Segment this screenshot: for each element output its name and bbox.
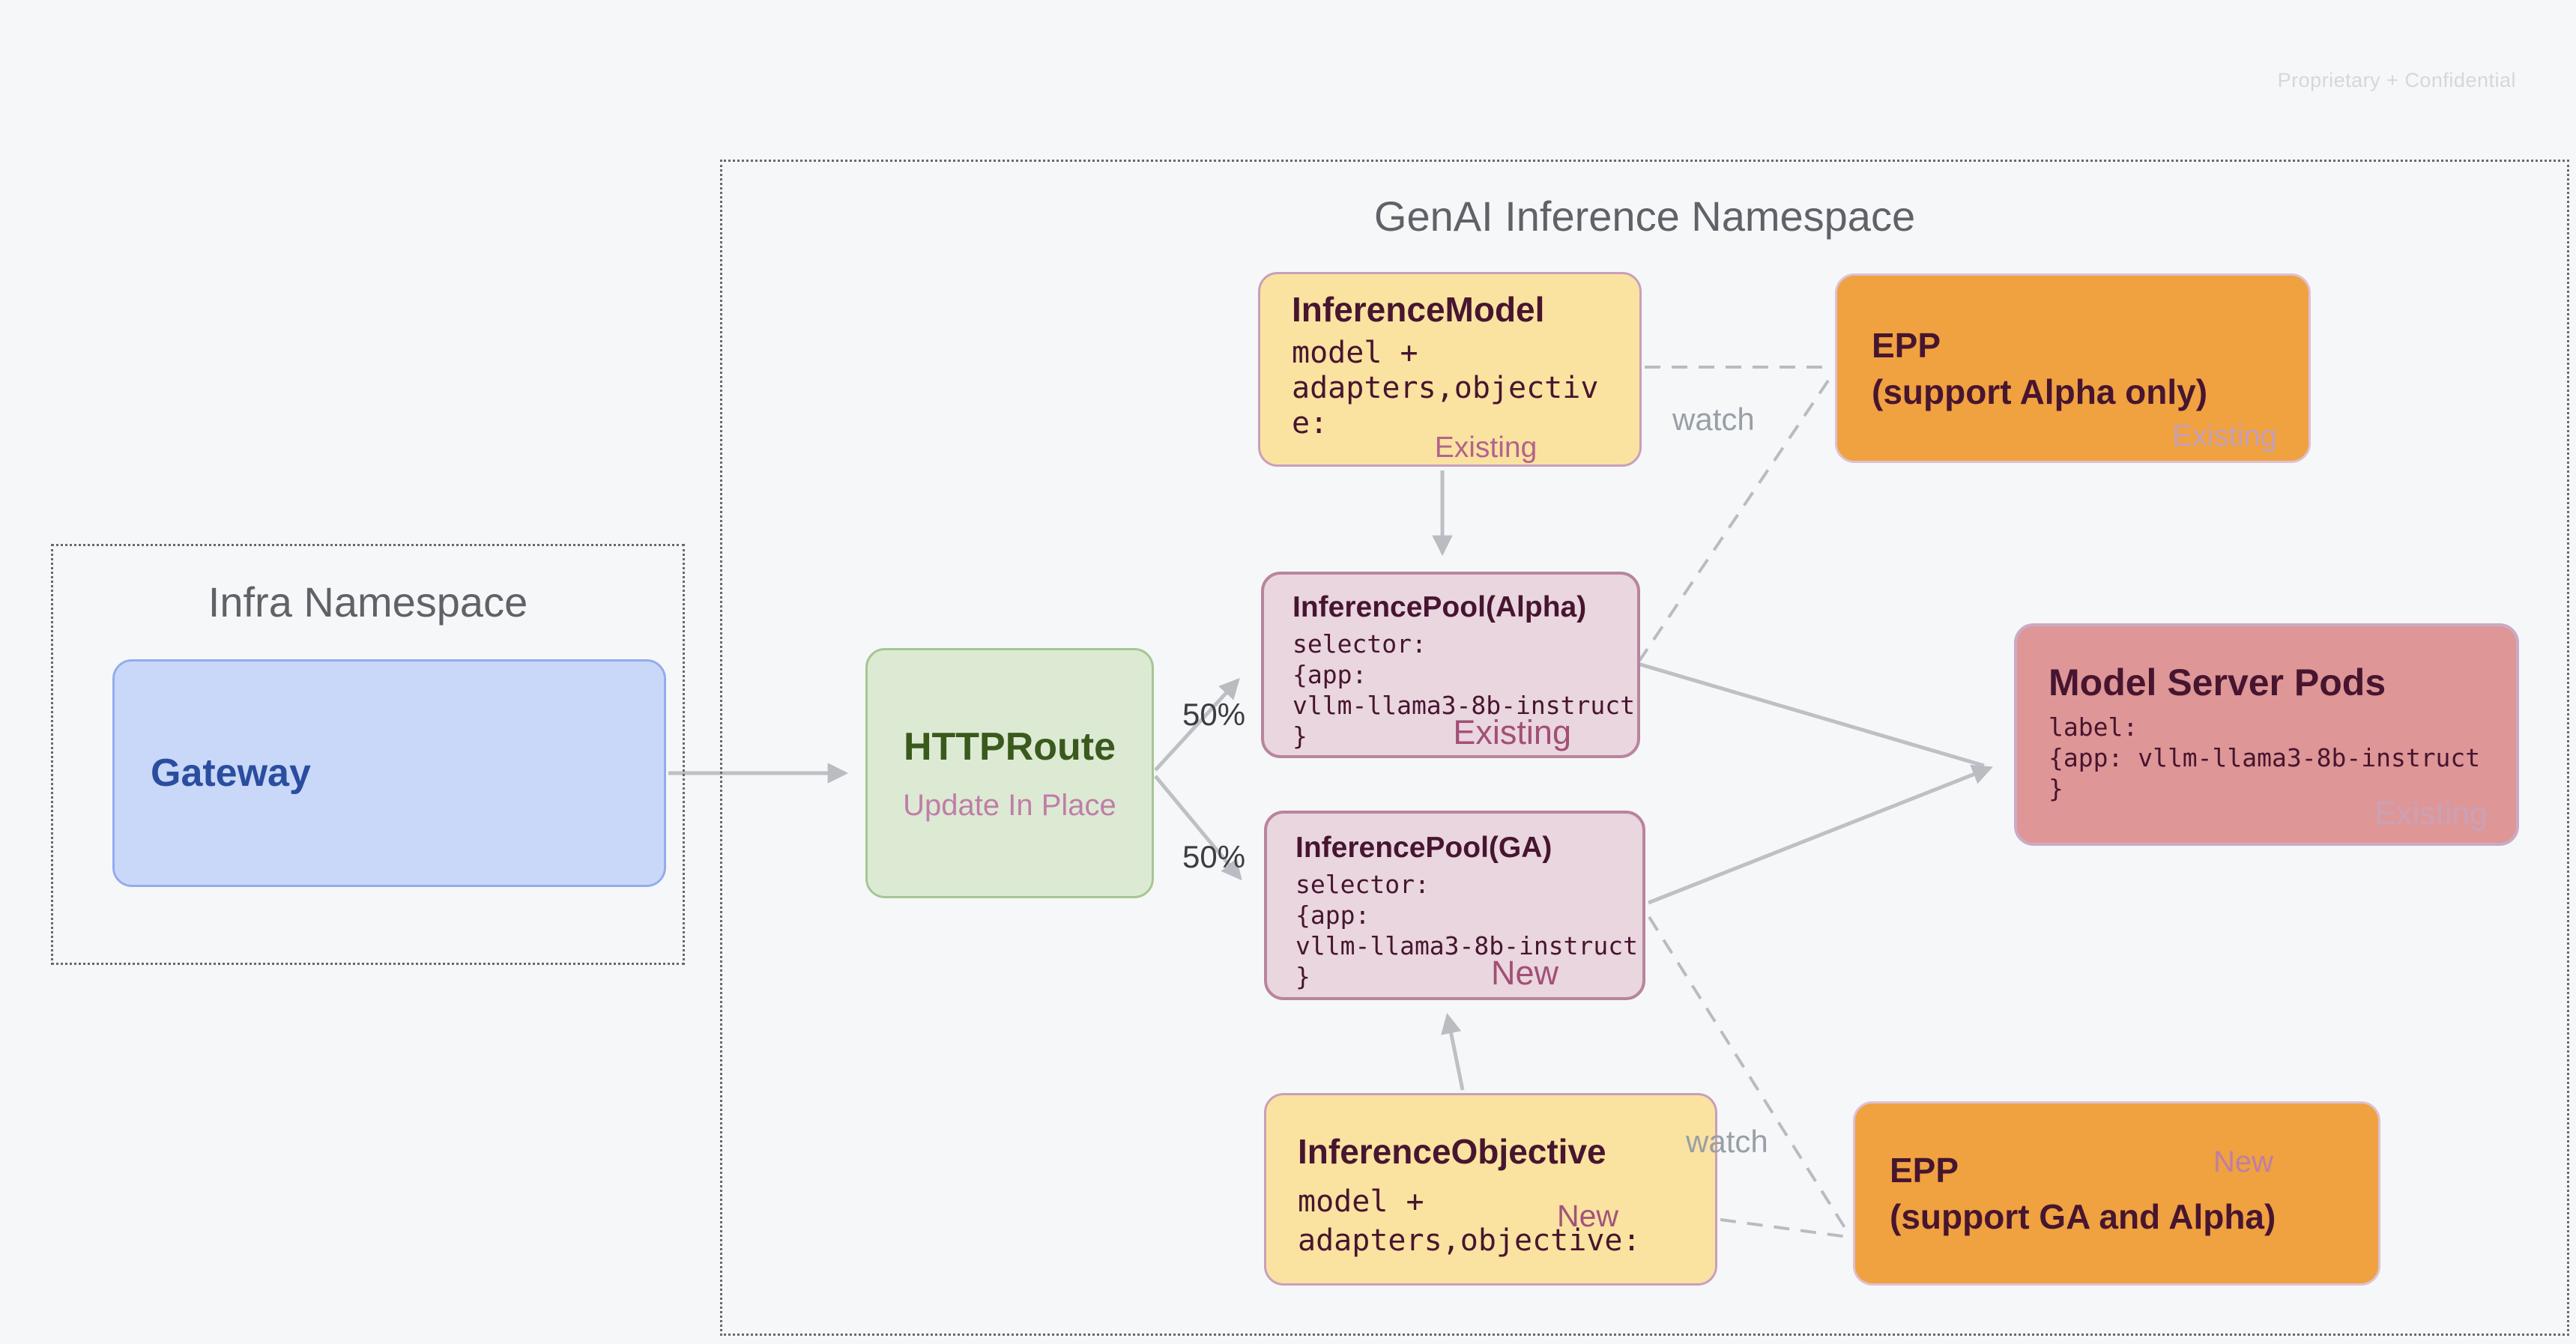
inference-model-status-badge: Existing [1434,432,1538,464]
genai-namespace-title: GenAI Inference Namespace [1373,193,1916,240]
epp-alpha-node: EPP (support Alpha only) Existing [1835,273,2311,463]
httproute-subtitle: Update In Place [903,788,1116,822]
watch-label-top: watch [1672,402,1755,437]
inference-pool-ga-title: InferencePool(GA) [1295,832,1552,864]
inference-objective-status-badge: New [1557,1199,1619,1233]
model-server-pods-node: Model Server Pods label: {app: vllm-llam… [2014,623,2519,846]
inference-pool-ga-selector: selector: {app: vllm-llama3-8b-instruct … [1295,870,1638,991]
inference-model-node: InferenceModel model + adapters,objectiv… [1258,272,1642,467]
traffic-split-label-bottom: 50% [1182,839,1246,874]
inference-pool-alpha-node: InferencePool(Alpha) selector: {app: vll… [1261,572,1640,758]
inference-pool-alpha-title: InferencePool(Alpha) [1292,591,1587,623]
inference-objective-spec: model + adapters,objective: [1298,1184,1641,1258]
inference-pool-alpha-status-badge: Existing [1453,713,1571,751]
inference-model-spec: model + adapters,objectiv e: [1292,336,1599,441]
epp-alpha-status-badge: Existing [2171,420,2277,452]
httproute-node: HTTPRoute Update In Place [865,648,1154,898]
inference-pool-alpha-selector: selector: {app: vllm-llama3-8b-instruct … [1292,629,1635,751]
inference-objective-title: InferenceObjective [1298,1132,1606,1171]
gateway-node: Gateway [112,659,666,887]
infra-namespace-box: Infra Namespace [51,544,685,965]
model-server-pods-status-badge: Existing [2374,796,2488,832]
inference-pool-ga-status-badge: New [1490,954,1558,992]
inference-objective-node: InferenceObjective model + adapters,obje… [1264,1093,1717,1286]
model-server-pods-label: label: {app: vllm-llama3-8b-instruct } [2049,712,2481,803]
infra-namespace-title: Infra Namespace [208,578,528,626]
genai-namespace-box: GenAI Inference Namespace [720,160,2569,1336]
inference-pool-ga-node: InferencePool(GA) selector: {app: vllm-l… [1264,811,1645,1000]
watch-label-bottom: watch [1686,1124,1768,1159]
epp-alpha-title: EPP (support Alpha only) [1872,325,2208,411]
epp-ga-status-badge: New [2213,1145,2273,1178]
gateway-title: Gateway [151,751,311,795]
traffic-split-label-top: 50% [1182,697,1246,732]
inference-model-title: InferenceModel [1292,290,1545,329]
epp-ga-node: EPP (support GA and Alpha) New [1853,1101,2380,1286]
httproute-title: HTTPRoute [903,724,1116,769]
watermark-text: Proprietary + Confidential [2277,69,2516,91]
model-server-pods-title: Model Server Pods [2049,662,2386,703]
epp-ga-title: EPP (support GA and Alpha) [1890,1151,2276,1236]
